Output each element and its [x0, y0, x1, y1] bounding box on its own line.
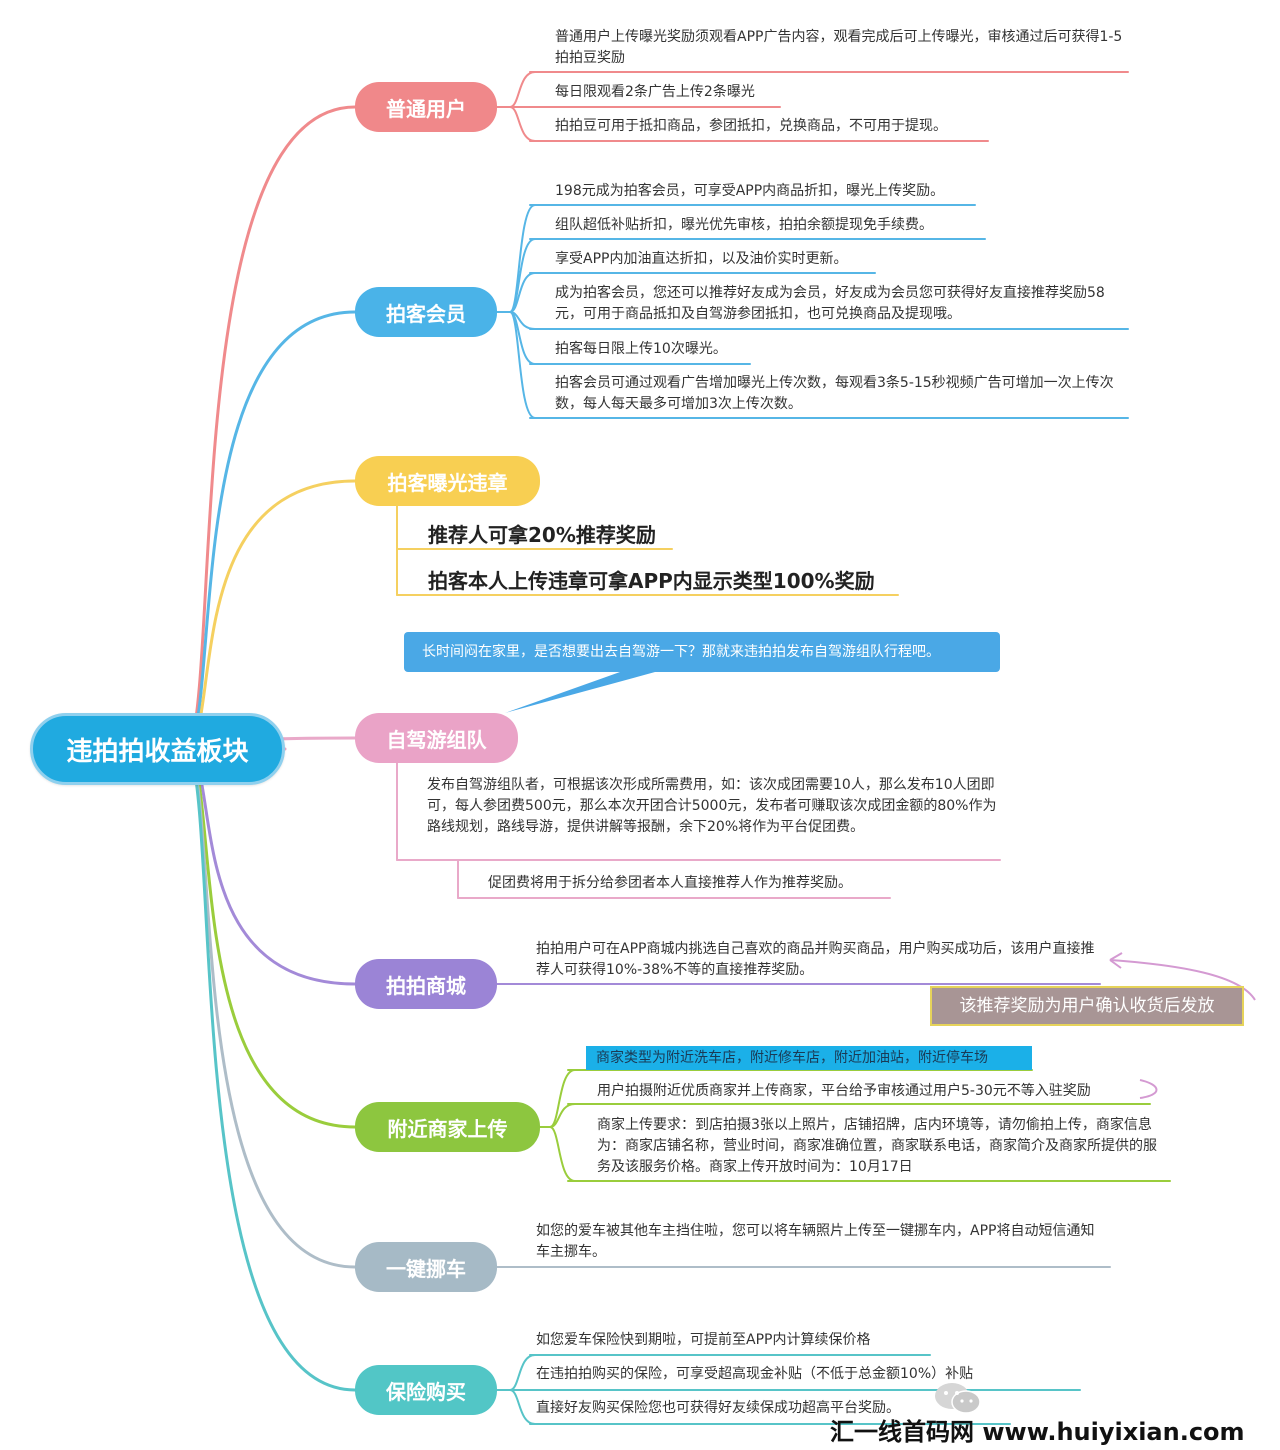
branch-paike-violation[interactable]: 拍客曝光违章	[355, 456, 540, 506]
central-node[interactable]: 违拍拍收益板块	[30, 713, 285, 785]
leaf-move-car-1: 如您的爱车被其他车主挡住啦，您可以将车辆照片上传至一键挪车内，APP将自动短信通…	[536, 1223, 1095, 1260]
merchant-arrow	[1139, 1079, 1158, 1099]
branch-self-drive[interactable]: 自驾游组队	[355, 713, 518, 763]
link-central-to-paike-violation	[188, 479, 357, 751]
leaf-insurance-1: 如您爱车保险快到期啦，可提前至APP内计算续保价格	[536, 1332, 871, 1348]
site-watermark: 汇一线首码网 www.huiyixian.com	[830, 1418, 1245, 1446]
link-central-to-paike-member	[188, 310, 357, 751]
leaf-self-drive-2: 促团费将用于拆分给参团者本人直接推荐人作为推荐奖励。	[488, 875, 852, 891]
wechat-icon	[935, 1383, 981, 1414]
branch-mall[interactable]: 拍拍商城	[355, 959, 497, 1009]
mall-note-arrowhead	[1109, 952, 1123, 969]
mall-note-arrow	[1109, 959, 1256, 1001]
leaf-paike-member-3: 享受APP内加油直达折扣，以及油价实时更新。	[555, 251, 848, 267]
branch-nearby-merchant[interactable]: 附近商家上传	[355, 1102, 540, 1152]
leaf-normal-user-1: 普通用户上传曝光奖励须观看APP广告内容，观看完成后可上传曝光，审核通过后可获得…	[555, 29, 1123, 66]
leaf-paike-violation-2: 拍客本人上传违章可拿APP内显示类型100%奖励	[428, 569, 875, 593]
leaf-nearby-merchant-2: 用户拍摄附近优质商家并上传商家，平台给予审核通过用户5-30元不等入驻奖励	[597, 1083, 1091, 1099]
normal-user-fan-0	[509, 71, 536, 108]
leaf-nearby-merchant-3: 商家上传要求：到店拍摄3张以上照片，店铺招牌，店内环境等，请勿偷拍上传，商家信息…	[597, 1117, 1157, 1175]
self-drive-callout: 长时间闷在家里，是否想要出去自驾游一下？那就来违拍拍发布自驾游组队行程吧。	[404, 632, 1000, 672]
callout-pointer	[505, 672, 655, 713]
branch-insurance[interactable]: 保险购买	[355, 1365, 497, 1415]
branch-normal-user[interactable]: 普通用户	[355, 82, 497, 132]
leaf-nearby-merchant-1: 商家类型为附近洗车店，附近修车店，附近加油站，附近停车场	[586, 1046, 1032, 1070]
normal-user-fan-2	[509, 106, 536, 142]
link-central-to-move-car	[188, 747, 357, 1269]
paike-member-fan-2	[509, 272, 536, 313]
link-central-to-nearby-merchant	[188, 747, 357, 1129]
branch-paike-member[interactable]: 拍客会员	[355, 287, 497, 337]
leaf-paike-member-2: 组队超低补贴折扣，曝光优先审核，拍拍余额提现免手续费。	[555, 217, 933, 233]
insurance-fan-0	[509, 1354, 536, 1391]
leaf-normal-user-3: 拍拍豆可用于抵扣商品，参团抵扣，兑换商品，不可用于提现。	[555, 118, 947, 134]
leaf-paike-member-4: 成为拍客会员，您还可以推荐好友成为会员，好友成为会员您可获得好友直接推荐奖励58…	[555, 285, 1105, 322]
insurance-fan-2	[509, 1389, 536, 1425]
nearby-merchant-fan-2	[549, 1126, 576, 1182]
branch-move-car[interactable]: 一键挪车	[355, 1242, 497, 1292]
leaf-paike-member-1: 198元成为拍客会员，可享受APP内商品折扣，曝光上传奖励。	[555, 183, 945, 199]
leaf-mall-1: 拍拍用户可在APP商城内挑选自己喜欢的商品并购买商品，用户购买成功后，该用户直接…	[536, 941, 1095, 978]
leaf-self-drive-1: 发布自驾游组队者，可根据该次形成所需费用，如：该次成团需要10人，那么发布10人…	[427, 777, 997, 835]
leaf-insurance-3: 直接好友购买保险您也可获得好友续保成功超高平台奖励。	[536, 1400, 900, 1416]
leaf-paike-violation-1: 推荐人可拿20%推荐奖励	[428, 523, 656, 547]
leaf-insurance-2: 在违拍拍购买的保险，可享受超高现金补贴（不低于总金额10%）补贴	[536, 1366, 974, 1382]
leaf-normal-user-2: 每日限观看2条广告上传2条曝光	[555, 84, 755, 100]
link-central-to-normal-user	[188, 105, 357, 751]
nearby-merchant-fan-0	[549, 1069, 576, 1128]
link-central-to-insurance	[188, 747, 357, 1392]
leaf-paike-member-6: 拍客会员可通过观看广告增加曝光上传次数，每观看3条5-15秒视频广告可增加一次上…	[555, 375, 1114, 412]
paike-member-fan-5	[509, 311, 536, 419]
mall-note: 该推荐奖励为用户确认收货后发放	[930, 986, 1244, 1026]
leaf-paike-member-5: 拍客每日限上传10次曝光。	[555, 341, 727, 357]
